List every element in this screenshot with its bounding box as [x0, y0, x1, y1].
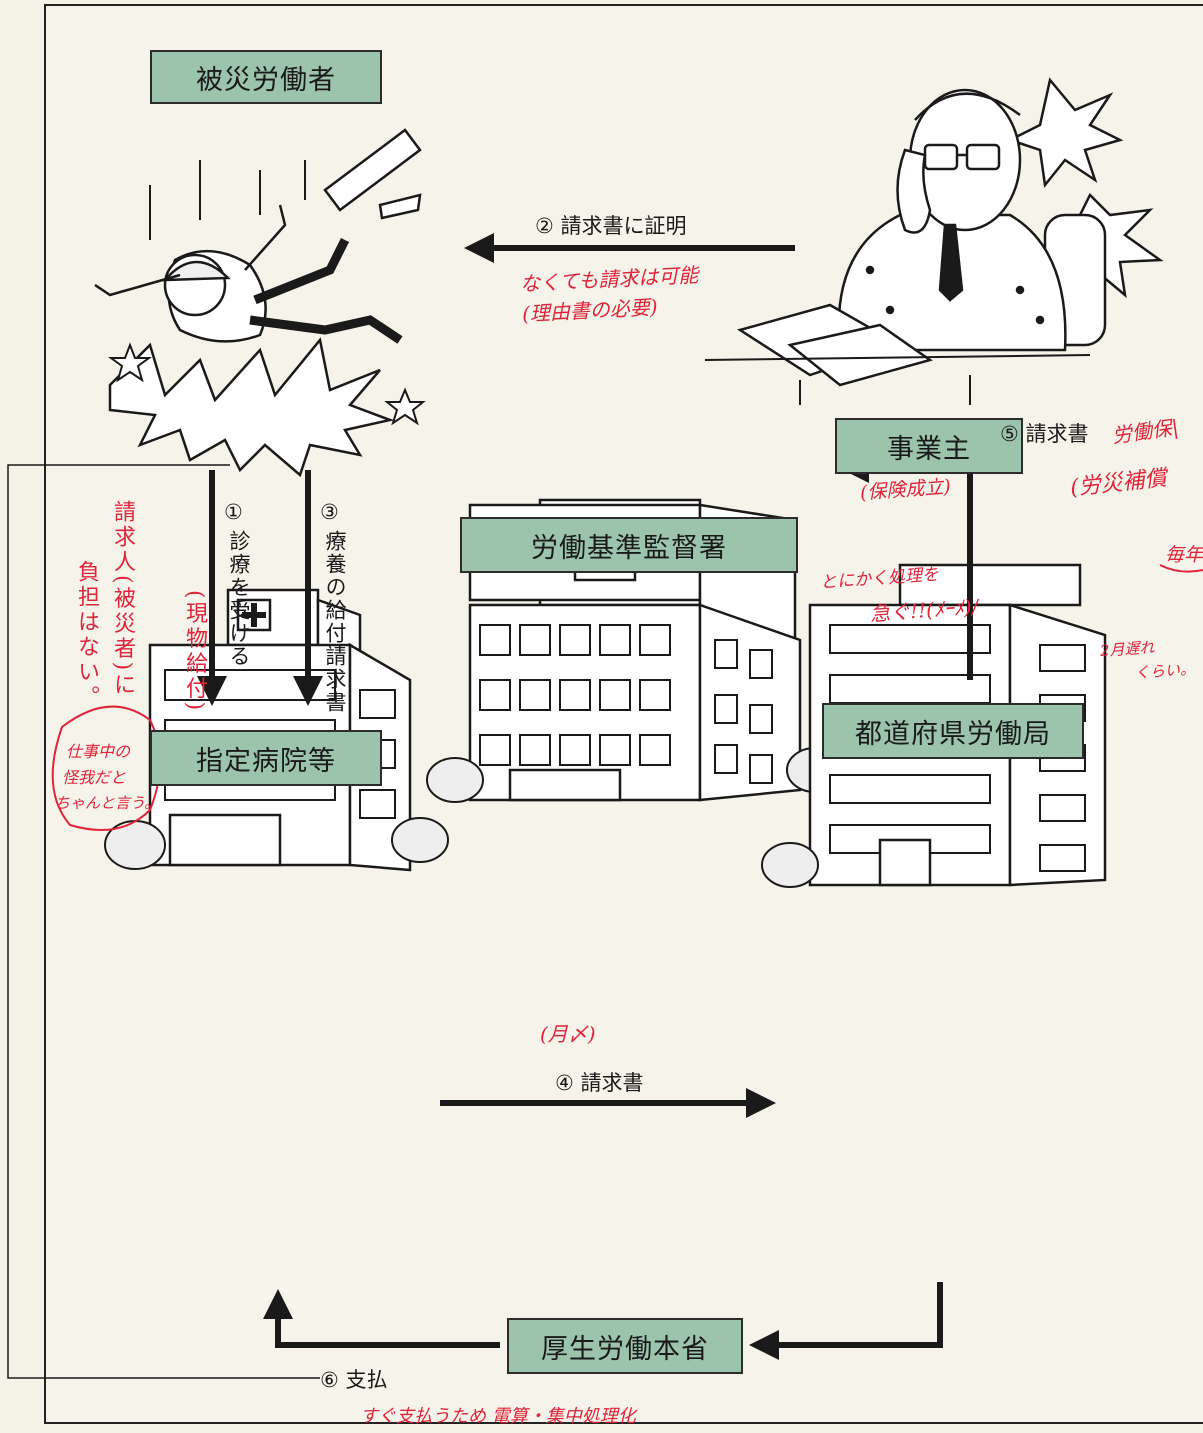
step-2-label: ② 請求書に証明 — [535, 214, 687, 238]
node-employer: 事業主 — [835, 418, 1023, 474]
node-worker: 被災労働者 — [150, 50, 382, 104]
step-3-text: 療養の給付請求書 — [323, 530, 347, 714]
step-5-label: ⑤ 請求書 — [1000, 422, 1089, 446]
note-in-kind: (現物給付) — [182, 590, 207, 714]
arrow-bureau-to-ministry — [749, 1282, 943, 1360]
note-month-lag-line2: くらい。 — [1134, 659, 1196, 682]
note-month-lag-line1: 2月遅れ — [1099, 638, 1156, 660]
falling-worker-illustration — [94, 128, 426, 478]
note-instant-pay: すぐ支払うため 電算・集中処理化 — [360, 1406, 636, 1427]
node-prefectural-bureau: 都道府県労働局 — [822, 703, 1084, 759]
node-ministry: 厚生労働本省 — [507, 1318, 743, 1374]
employer-on-phone-illustration — [704, 77, 1164, 405]
step-4-label: ④ 請求書 — [555, 1071, 644, 1095]
step-6-label: ⑥ 支払 — [320, 1368, 388, 1392]
note-work-injury-line2: 怪我だと — [62, 768, 127, 787]
note-no-burden-col1: 請求人(被災者)に — [110, 500, 135, 699]
node-inspection-office: 労働基準監督署 — [460, 517, 798, 573]
note-no-burden-col2: 負担はない。 — [74, 560, 99, 710]
note-monthly-close: (月〆) — [540, 1022, 596, 1046]
note-work-injury-line1: 仕事中の — [66, 742, 131, 761]
arrow-step-6 — [263, 1289, 500, 1348]
annotation-bracket-line — [7, 464, 320, 1379]
step-1-text: 診療を受ける — [227, 530, 251, 668]
note-every-year: 毎年 — [1165, 544, 1203, 566]
note-work-injury-line3: ちゃんと言う。 — [55, 794, 160, 812]
step-1-number: ① — [224, 500, 243, 524]
step-3-number: ③ — [320, 500, 339, 524]
red-underline — [1159, 564, 1203, 573]
red-note-circle — [51, 705, 161, 831]
node-hospital: 指定病院等 — [150, 730, 382, 786]
